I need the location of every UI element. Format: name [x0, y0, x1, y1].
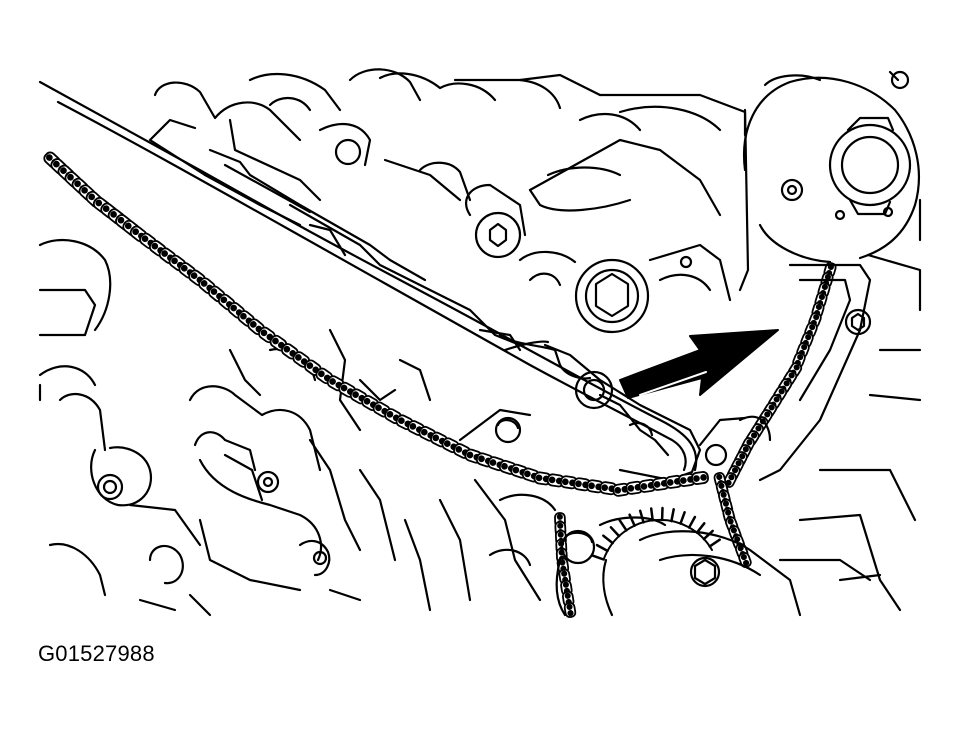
- left-block: [38, 238, 212, 617]
- right-guide: [698, 198, 922, 612]
- chain-link: [559, 475, 578, 490]
- timing-chain: [43, 151, 709, 497]
- center-bolt: [518, 243, 732, 334]
- chain-link: [691, 471, 709, 485]
- chain-link: [738, 552, 752, 568]
- drawing: [38, 68, 922, 618]
- gear-tooth: [628, 513, 636, 527]
- upper-housing: [153, 68, 747, 259]
- camshaft-sprocket: [738, 70, 921, 292]
- chain-link: [563, 602, 577, 618]
- chain-link: [247, 318, 265, 336]
- gear-tooth: [618, 519, 628, 532]
- chain-link: [561, 590, 575, 607]
- chain-link: [315, 367, 334, 385]
- right-chain: [554, 262, 837, 618]
- gear-tooth: [602, 534, 614, 545]
- chain-link: [326, 375, 345, 392]
- gear-tooth: [649, 507, 654, 522]
- gear-tooth: [687, 515, 697, 529]
- gear-tooth: [595, 543, 609, 553]
- gear-tooth: [679, 511, 686, 525]
- gear-tooth: [702, 529, 714, 541]
- gear-tooth: [591, 554, 605, 561]
- gear-tooth: [708, 538, 721, 548]
- gear-rim: [602, 518, 713, 561]
- figure-id-label: G01527988: [38, 641, 155, 666]
- pointer-arrow: [619, 329, 779, 399]
- gear-tooth: [670, 508, 675, 523]
- tensioner-bracket: [138, 328, 432, 612]
- gear-tooth: [638, 509, 645, 524]
- crank-sprocket: [403, 408, 872, 617]
- gear-tooth: [609, 526, 621, 538]
